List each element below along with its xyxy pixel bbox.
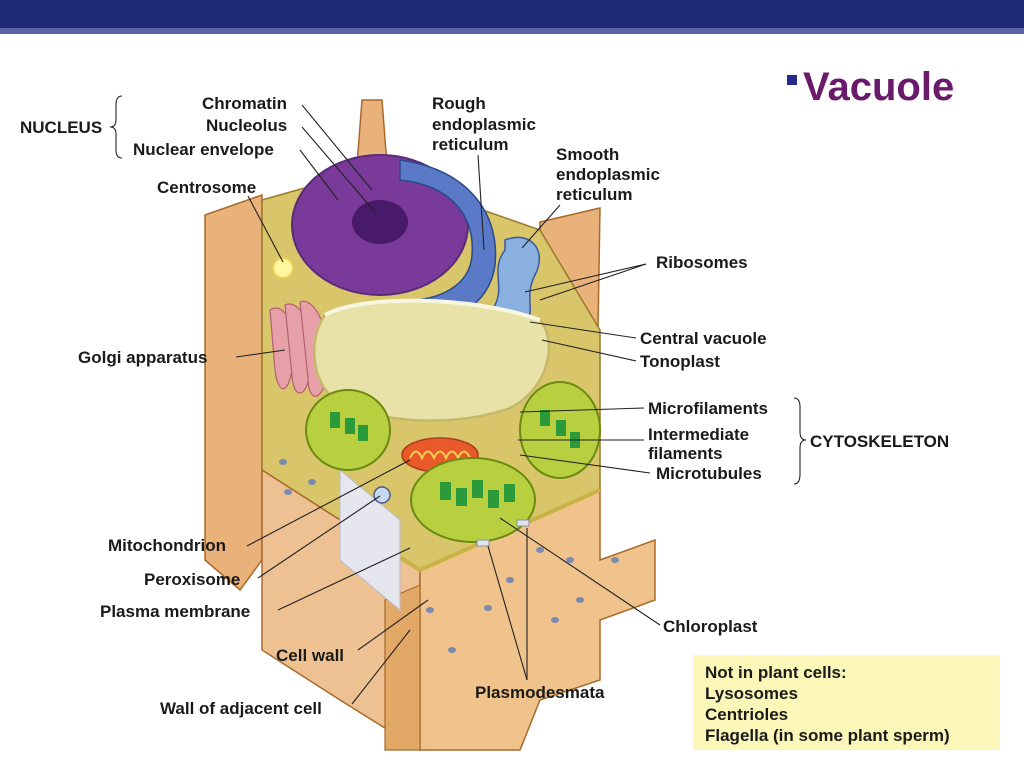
label-ribosomes: Ribosomes [656, 253, 748, 272]
note-box-line: Lysosomes [705, 684, 798, 703]
slide-title: Vacuole [803, 65, 954, 109]
label-plasmodesmata: Plasmodesmata [475, 683, 605, 702]
note-box-line: Not in plant cells: [705, 663, 847, 682]
label-smooth-er-2: endoplasmic [556, 165, 660, 184]
label-intermediate-filaments-2: filaments [648, 444, 723, 463]
note-box [693, 655, 1000, 750]
tonoplast [324, 298, 541, 322]
label-cell-wall: Cell wall [276, 646, 344, 665]
label-microfilaments: Microfilaments [648, 399, 768, 418]
title-bullet-icon [787, 75, 797, 85]
centrosome [272, 257, 294, 279]
header-bar-accent [0, 28, 1024, 34]
label-nucleolus: Nucleolus [206, 116, 287, 135]
label-nucleus-group: NUCLEUS [20, 118, 102, 137]
label-intermediate-filaments-1: Intermediate [648, 425, 749, 444]
label-peroxisome: Peroxisome [144, 570, 240, 589]
label-cytoskeleton-group: CYTOSKELETON [810, 432, 949, 451]
label-wall-adjacent: Wall of adjacent cell [160, 699, 322, 718]
label-rough-er-3: reticulum [432, 135, 509, 154]
note-box-line: Centrioles [705, 705, 788, 724]
plant-cell-illustration [204, 99, 656, 752]
nucleolus [352, 200, 408, 244]
cell-wall-left-flap [204, 193, 263, 592]
label-mitochondrion: Mitochondrion [108, 536, 226, 555]
wall-pits [279, 459, 619, 653]
label-tonoplast: Tonoplast [640, 352, 720, 371]
header-bar [0, 0, 1024, 28]
plasmodesma-channel [476, 539, 490, 547]
label-rough-er-2: endoplasmic [432, 115, 536, 134]
label-centrosome: Centrosome [157, 178, 256, 197]
label-chromatin: Chromatin [202, 94, 287, 113]
label-plasma-membrane: Plasma membrane [100, 602, 250, 621]
leader-lines [109, 95, 807, 705]
note-box-line: Flagella (in some plant sperm) [705, 726, 950, 745]
label-microtubules: Microtubules [656, 464, 762, 483]
label-smooth-er-3: reticulum [556, 185, 633, 204]
cell-wall-front-right [419, 488, 656, 751]
wall-of-adjacent-cell [384, 584, 421, 751]
label-golgi: Golgi apparatus [78, 348, 207, 367]
label-chloroplast: Chloroplast [663, 617, 758, 636]
label-central-vacuole: Central vacuole [640, 329, 767, 348]
plasmodesma-channel [516, 519, 530, 527]
label-nuclear-envelope: Nuclear envelope [133, 140, 274, 159]
label-rough-er-1: Rough [432, 94, 486, 113]
peroxisome [373, 486, 391, 504]
label-smooth-er-1: Smooth [556, 145, 619, 164]
